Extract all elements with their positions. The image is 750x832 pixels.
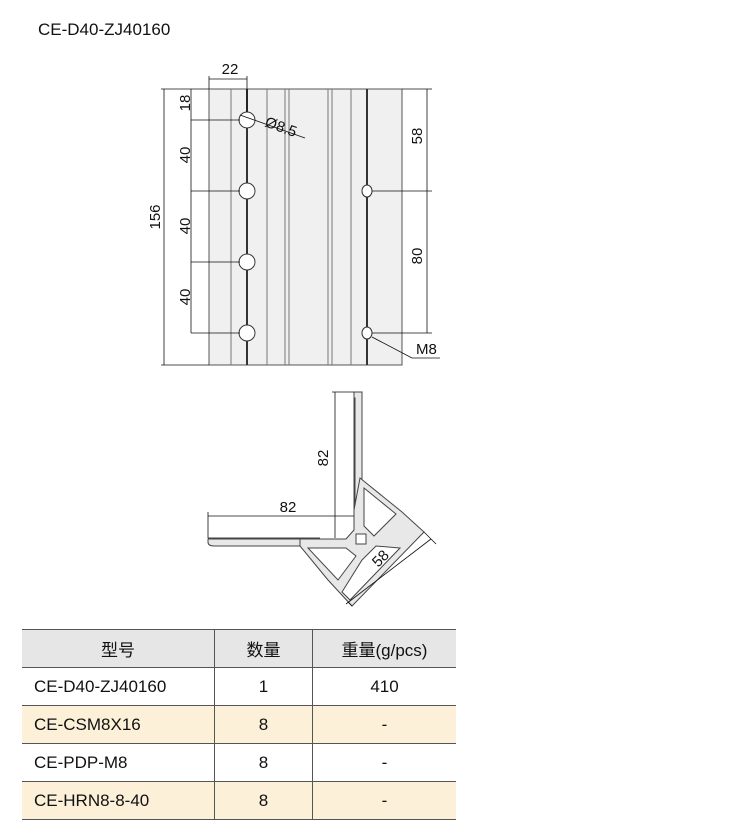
thread-hole [361,184,373,198]
cell-weight: 410 [312,667,456,706]
hole [238,182,256,200]
header-model: 型号 [22,629,215,668]
table-row: CE-D40-ZJ40160 1 410 [22,667,456,706]
technical-drawing: 156 18 40 40 40 22 Ø8.5 58 80 M8 [147,61,440,607]
right-dimension-lines [372,88,432,334]
front-view: 156 18 40 40 40 22 Ø8.5 58 80 M8 [147,61,440,366]
dim-18: 18 [177,95,194,112]
cell-weight: - [312,743,456,782]
top-dimension-lines [208,76,248,112]
cell-quantity: 1 [214,667,313,706]
dim-82-vertical: 82 [315,450,332,467]
left-dimension-lines [161,88,240,366]
cell-quantity: 8 [214,781,313,820]
thread-label: M8 [416,341,437,358]
drawing-title: CE-D40-ZJ40160 [38,20,171,39]
profile-lines [230,89,352,365]
horizontal-leg [207,538,301,547]
cell-weight: - [312,705,456,744]
header-quantity: 数量 [214,629,313,668]
cell-model: CE-PDP-M8 [22,743,215,782]
dim-40c: 40 [177,289,194,306]
table-row: CE-HRN8-8-40 8 - [22,781,456,820]
table-row: CE-CSM8X16 8 - [22,705,456,744]
thread-hole [361,326,373,340]
hole [238,111,256,129]
header-weight: 重量(g/pcs) [312,629,456,668]
hole-leader [239,114,306,139]
section-diagonal-dimension [345,531,437,607]
cell-weight: - [312,781,456,820]
dim-40b: 40 [177,218,194,235]
thread-leader [371,336,440,359]
cell-quantity: 8 [214,705,313,744]
dim-156: 156 [147,204,164,229]
cell-model: CE-CSM8X16 [22,705,215,744]
cell-quantity: 8 [214,743,313,782]
cell-model: CE-HRN8-8-40 [22,781,215,820]
cell-model: CE-D40-ZJ40160 [22,667,215,706]
dim-80: 80 [409,248,426,265]
t-slot [355,533,367,545]
spec-table: 型号 数量 重量(g/pcs) CE-D40-ZJ40160 1 410 CE-… [22,629,456,820]
dim-22: 22 [222,61,239,78]
dim-58: 58 [409,128,426,145]
table-row: CE-PDP-M8 8 - [22,743,456,782]
hole [238,253,256,271]
lower-cavity [341,545,402,601]
dim-40a: 40 [177,147,194,164]
section-vertical-dimension [332,391,354,538]
hole [238,324,256,342]
plate-outline [208,88,403,366]
dim-82-horizontal: 82 [280,499,297,516]
section-horizontal-dimension [207,512,354,538]
upper-cavity [363,486,397,537]
table-header-row: 型号 数量 重量(g/pcs) [22,629,456,668]
section-view: 82 82 58 [207,391,437,607]
left-cavity [306,547,357,581]
